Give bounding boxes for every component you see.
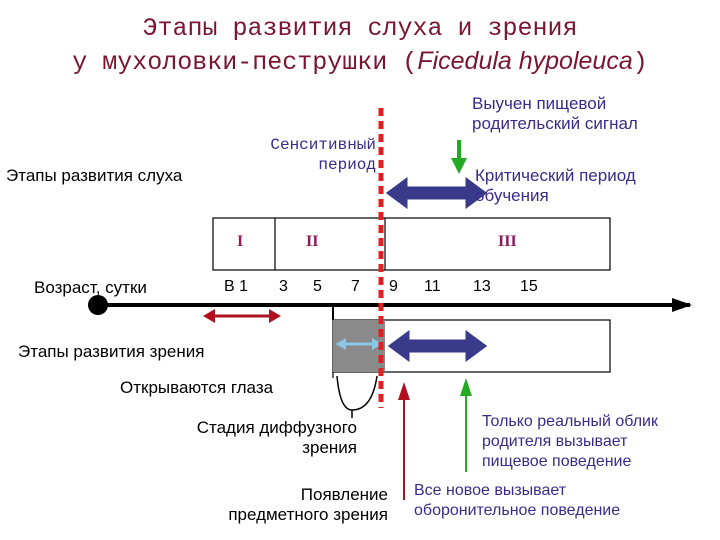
tick-label: 3 (279, 278, 288, 295)
tick-label: 15 (520, 278, 538, 295)
diffuse-arrow-left-head (336, 338, 346, 350)
critical-period-line-1: Критический период (475, 166, 636, 185)
defensive-line-2: оборонительное поведение (414, 502, 621, 519)
axis-origin-dot (88, 295, 108, 315)
tick-label: 5 (313, 278, 322, 295)
eyes-open-label: Открываются глаза (120, 378, 274, 397)
tick-label: В 1 (224, 278, 249, 295)
diffuse-vision-label: Стадия диффузного зрения (150, 418, 357, 458)
age-axis-label: Возраст, сутки (34, 278, 147, 297)
learned-signal-line-2: родительский сигнал (472, 114, 638, 133)
stage-label-2: II (306, 233, 319, 250)
real-image-arrow-head (460, 378, 472, 396)
stage-one-arrow-right (269, 309, 281, 323)
title-line-1: Этапы развития слуха и зрения (142, 14, 578, 43)
defensive-behavior-label: Все новое вызывает оборонительное поведе… (414, 481, 620, 521)
title-suffix: ) (632, 48, 648, 77)
object-vision-line-1: Появление (300, 485, 388, 504)
stage-label-1: I (237, 233, 244, 250)
real-image-label: Только реальный облик родителя вызывает … (482, 412, 658, 472)
sensitive-period-label: Сенситивный период (232, 135, 376, 175)
object-vision-line-2: предметного зрения (228, 505, 388, 524)
diffuse-vision-line-2: зрения (302, 438, 357, 457)
object-vision-arrow-head (398, 382, 410, 400)
tick-label: 13 (473, 278, 491, 295)
diffuse-vision-bracket (336, 375, 378, 418)
real-image-line-1: Только реальный облик (482, 413, 658, 430)
critical-period-arrow (384, 175, 489, 211)
object-vision-label: Появление предметного зрения (170, 485, 388, 525)
title-line-2: у мухоловки-пеструшки (Ficedula hypoleuc… (0, 46, 720, 78)
sensitive-period-line-1: Сенситивный (270, 136, 376, 154)
title-prefix: у мухоловки-пеструшки ( (72, 48, 418, 77)
tick-label: 11 (424, 278, 441, 295)
diffuse-arrow-right-head (372, 338, 382, 350)
critical-period-line-2: обучения (475, 186, 549, 205)
hearing-stages-label: Этапы развития слуха (6, 166, 183, 185)
vision-stages-label: Этапы развития зрения (18, 342, 205, 361)
stage-one-arrow-left (203, 309, 215, 323)
critical-period-label: Критический период обучения (475, 166, 636, 206)
sensitive-period-line-2: период (318, 156, 376, 174)
defensive-line-1: Все новое вызывает (414, 482, 567, 499)
hearing-stage-bar (212, 217, 611, 271)
vision-critical-arrow (386, 328, 489, 364)
species-name: Ficedula hypoleuca (417, 47, 633, 75)
axis-arrowhead (672, 298, 692, 312)
learned-signal-label: Выучен пищевой родительский сигнал (472, 94, 638, 134)
tick-label: 7 (351, 278, 360, 295)
real-image-line-3: пищевое поведение (482, 453, 632, 470)
learned-signal-line-1: Выучен пищевой (472, 94, 607, 113)
tick-label: 9 (389, 278, 398, 295)
real-image-line-2: родителя вызывает (482, 433, 628, 450)
learned-signal-arrow-head (451, 158, 467, 174)
diffuse-vision-line-1: Стадия диффузного (196, 418, 357, 437)
stage-label-3: III (498, 233, 517, 250)
